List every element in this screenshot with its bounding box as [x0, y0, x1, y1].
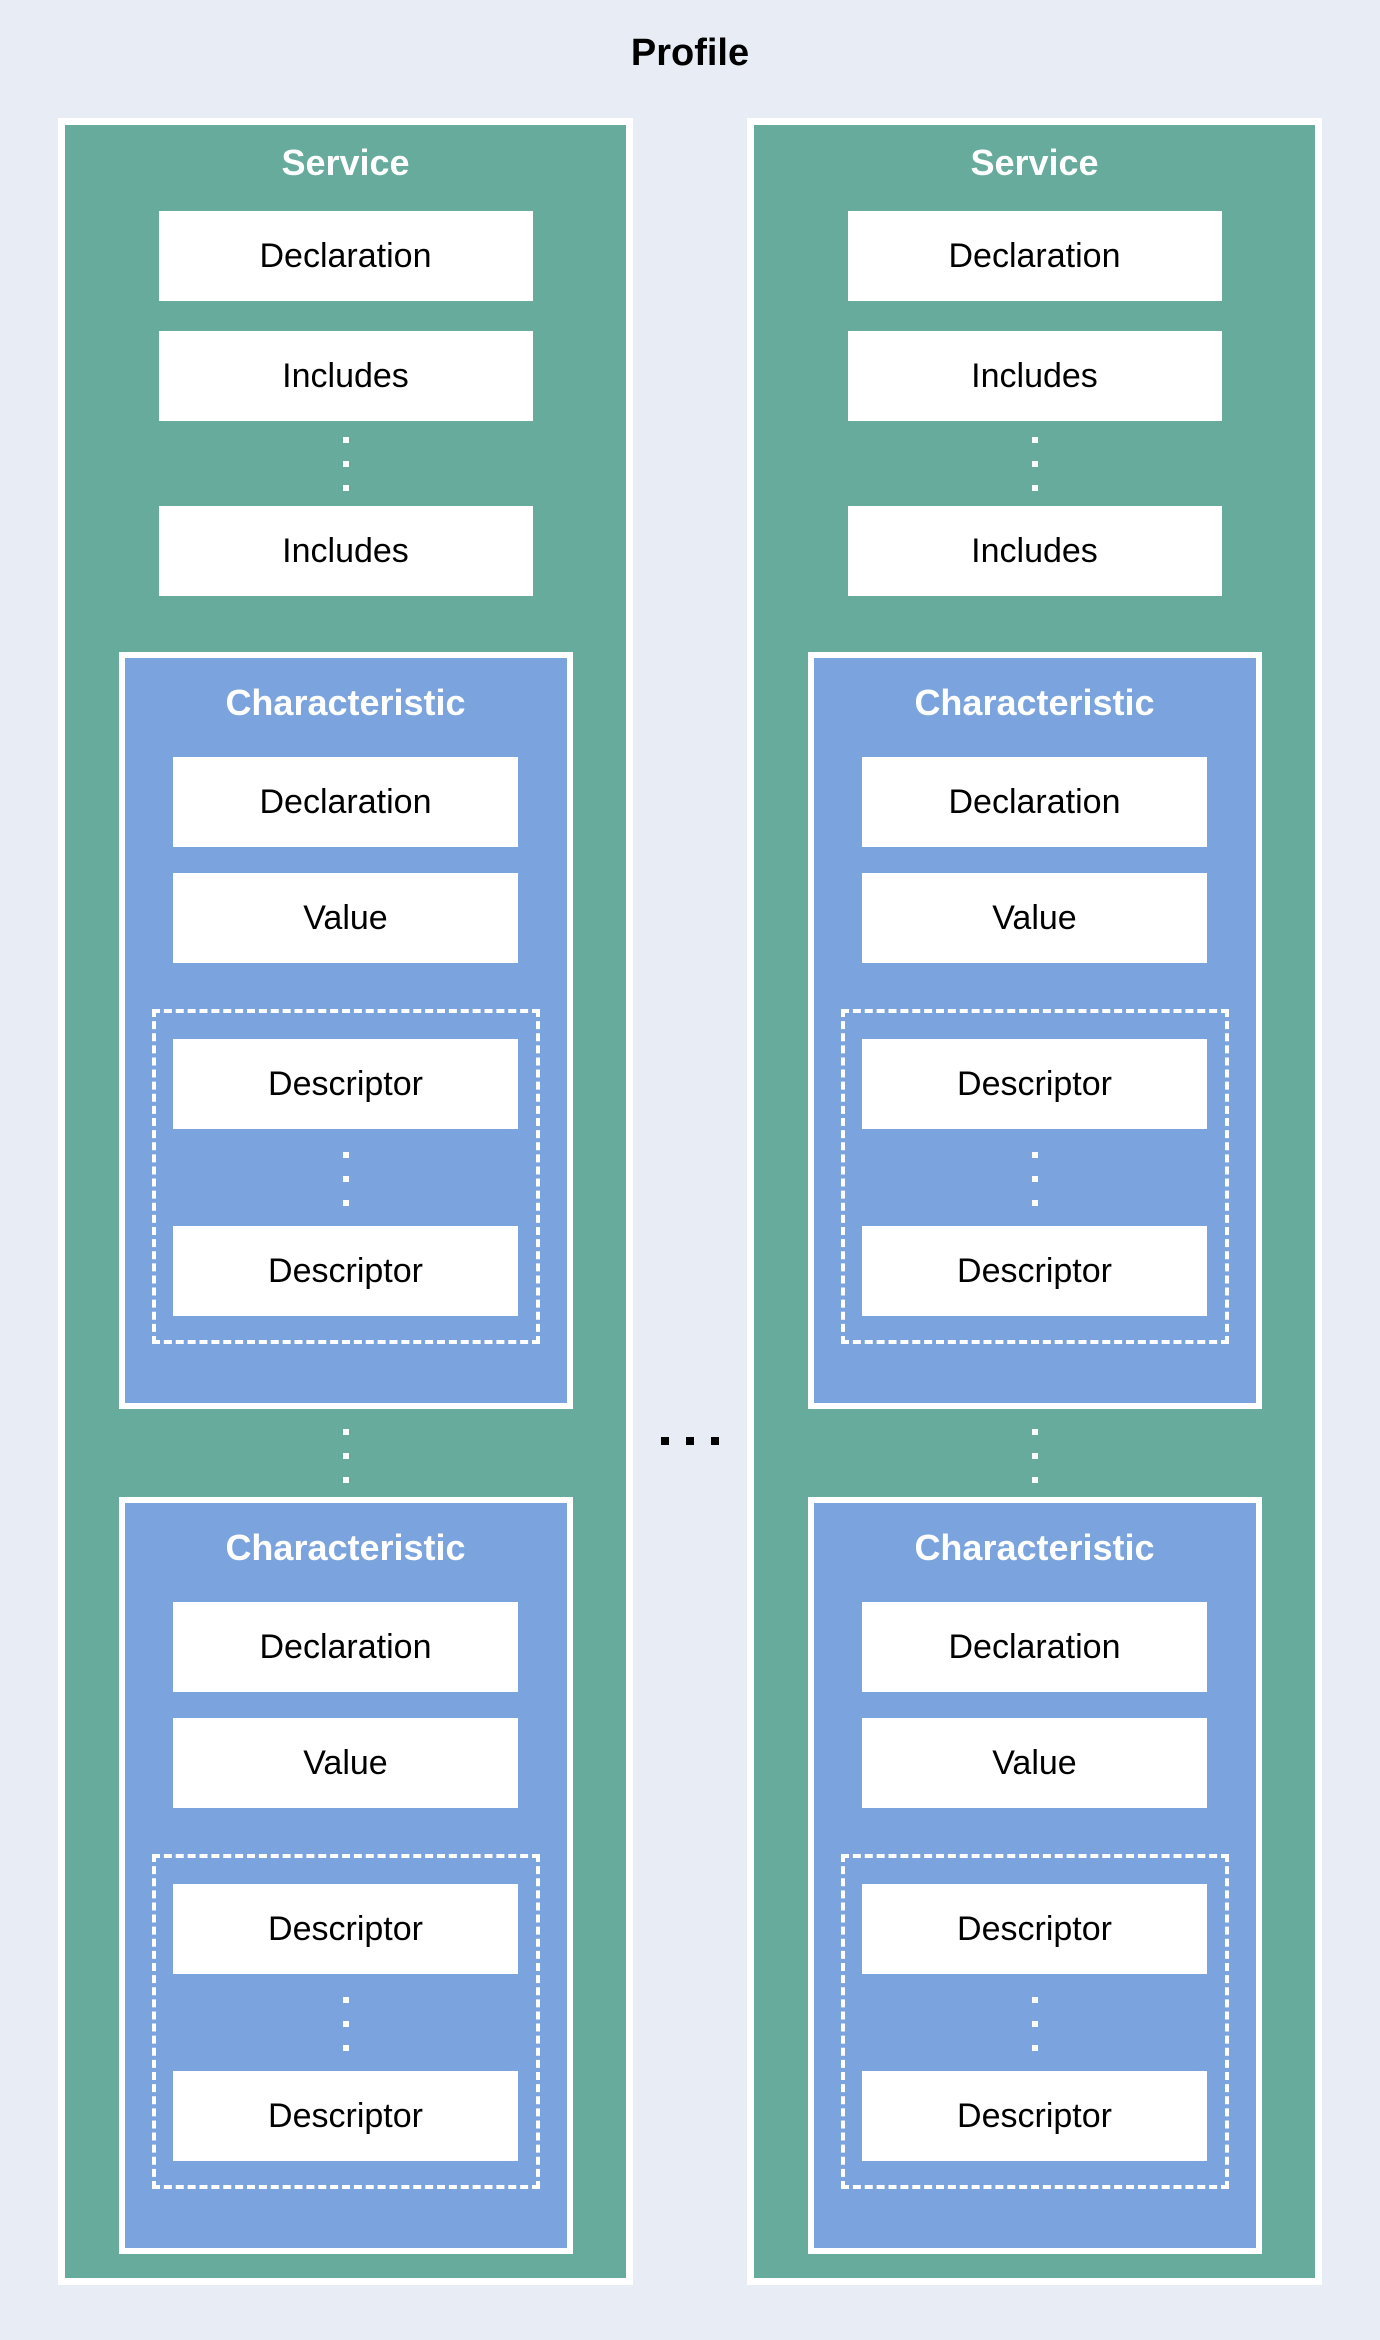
declaration-box: Declaration — [173, 757, 518, 847]
vertical-ellipsis-icon — [342, 1152, 349, 1206]
descriptor-box: Descriptor — [173, 1226, 518, 1316]
descriptor-box: Descriptor — [862, 1884, 1207, 1974]
descriptor-box: Descriptor — [862, 1226, 1207, 1316]
value-box: Value — [173, 1718, 518, 1808]
includes-box: Includes — [158, 331, 533, 421]
characteristic-box: Characteristic Declaration Value Descrip… — [807, 652, 1262, 1409]
descriptor-box: Descriptor — [862, 1039, 1207, 1129]
includes-box: Includes — [847, 331, 1222, 421]
descriptor-box: Descriptor — [862, 2071, 1207, 2161]
vertical-ellipsis-icon — [342, 1429, 349, 1483]
descriptor-box: Descriptor — [173, 1884, 518, 1974]
descriptor-group: Descriptor Descriptor — [840, 1854, 1229, 2189]
vertical-ellipsis-icon — [342, 1997, 349, 2051]
includes-box: Includes — [847, 506, 1222, 596]
service-box: Service Declaration Includes Includes Ch… — [747, 118, 1322, 2285]
characteristic-title: Characteristic — [225, 1527, 466, 1568]
vertical-ellipsis-icon — [1031, 437, 1038, 491]
declaration-box: Declaration — [862, 1602, 1207, 1692]
vertical-ellipsis-icon — [1031, 1429, 1038, 1483]
characteristic-title: Characteristic — [914, 682, 1155, 723]
value-box: Value — [173, 873, 518, 963]
vertical-ellipsis-icon — [1031, 1997, 1038, 2051]
service-title: Service — [970, 142, 1099, 183]
includes-box: Includes — [158, 506, 533, 596]
declaration-box: Declaration — [847, 211, 1222, 301]
characteristic-box: Characteristic Declaration Value Descrip… — [118, 652, 573, 1409]
descriptor-group: Descriptor Descriptor — [840, 1009, 1229, 1344]
horizontal-ellipsis-icon — [661, 1437, 719, 1445]
characteristic-title: Characteristic — [914, 1527, 1155, 1568]
page-title: Profile — [630, 32, 750, 74]
characteristic-box: Characteristic Declaration Value Descrip… — [807, 1497, 1262, 2254]
value-box: Value — [862, 873, 1207, 963]
diagram: Service Declaration Includes Includes Ch… — [58, 118, 1322, 2285]
characteristic-title: Characteristic — [225, 682, 466, 723]
declaration-box: Declaration — [158, 211, 533, 301]
service-box: Service Declaration Includes Includes Ch… — [58, 118, 633, 2285]
descriptor-box: Descriptor — [173, 1039, 518, 1129]
service-title: Service — [281, 142, 410, 183]
descriptor-group: Descriptor Descriptor — [151, 1854, 540, 2189]
descriptor-box: Descriptor — [173, 2071, 518, 2161]
characteristic-box: Characteristic Declaration Value Descrip… — [118, 1497, 573, 2254]
vertical-ellipsis-icon — [342, 437, 349, 491]
value-box: Value — [862, 1718, 1207, 1808]
vertical-ellipsis-icon — [1031, 1152, 1038, 1206]
descriptor-group: Descriptor Descriptor — [151, 1009, 540, 1344]
declaration-box: Declaration — [173, 1602, 518, 1692]
declaration-box: Declaration — [862, 757, 1207, 847]
